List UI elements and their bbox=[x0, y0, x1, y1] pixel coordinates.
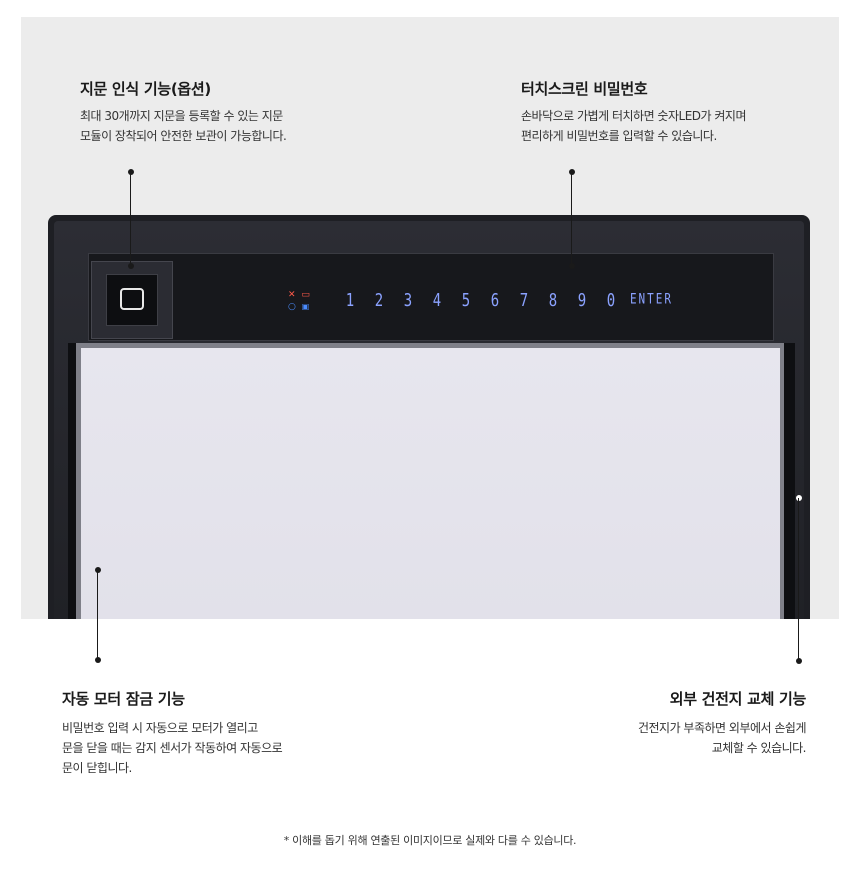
touchscreen-desc-line: 편리하게 비밀번호를 입력할 수 있습니다. bbox=[521, 129, 717, 143]
fingerprint-desc: 최대 30개까지 지문을 등록할 수 있는 지문 모듈이 장착되어 안전한 보관… bbox=[80, 106, 287, 146]
key-enter[interactable]: ENTER bbox=[629, 291, 674, 308]
footnote: * 이해를 돕기 위해 연출된 이미지이므로 실제와 다를 수 있습니다. bbox=[283, 834, 577, 847]
motor-callout-start bbox=[95, 567, 101, 573]
key-7[interactable]: 7 bbox=[519, 291, 530, 311]
fingerprint-callout-line bbox=[130, 172, 131, 266]
keypad-bar bbox=[88, 253, 774, 341]
motor-lock-desc-line: 문이 닫힙니다. bbox=[62, 761, 132, 775]
safe-device: ✕ ▭ ○ ▣ 1 2 3 4 5 6 7 8 9 0 ENTER bbox=[48, 215, 810, 619]
motor-callout-dot bbox=[95, 657, 101, 663]
key-4[interactable]: 4 bbox=[432, 291, 443, 311]
battery-desc: 건전지가 부족하면 외부에서 손쉽게 교체할 수 있습니다. bbox=[637, 718, 807, 758]
touchscreen-callout-dot bbox=[569, 169, 575, 175]
motor-lock-desc: 비밀번호 입력 시 자동으로 모터가 열리고 문을 닫을 때는 감지 센서가 작… bbox=[62, 718, 283, 778]
fingerprint-sensor-icon[interactable] bbox=[120, 288, 144, 310]
safe-door-face bbox=[81, 348, 780, 619]
motor-callout-line bbox=[97, 570, 98, 660]
door-side-right bbox=[783, 343, 795, 619]
fingerprint-module bbox=[91, 261, 173, 339]
door-side-left bbox=[68, 343, 78, 619]
touchscreen-callout-line bbox=[571, 172, 572, 266]
battery-callout-line bbox=[798, 498, 799, 660]
touch-keypad: ✕ ▭ ○ ▣ 1 2 3 4 5 6 7 8 9 0 ENTER bbox=[288, 289, 690, 313]
status-row-top: ✕ ▭ bbox=[288, 290, 310, 300]
key-2[interactable]: 2 bbox=[374, 291, 385, 311]
status-row-bottom: ○ ▣ bbox=[288, 302, 310, 312]
fingerprint-title: 지문 인식 기능(옵션) bbox=[80, 80, 211, 98]
key-9[interactable]: 9 bbox=[577, 291, 588, 311]
keypad-keys: 1 2 3 4 5 6 7 8 9 0 ENTER bbox=[336, 291, 690, 311]
fingerprint-window bbox=[106, 274, 158, 326]
key-1[interactable]: 1 bbox=[345, 291, 356, 311]
key-8[interactable]: 8 bbox=[548, 291, 559, 311]
fingerprint-callout-end bbox=[128, 263, 134, 269]
battery-callout-start bbox=[796, 495, 802, 501]
touchscreen-title: 터치스크린 비밀번호 bbox=[521, 80, 648, 98]
status-indicators: ✕ ▭ ○ ▣ bbox=[288, 290, 310, 312]
safe-door[interactable] bbox=[76, 343, 784, 619]
key-3[interactable]: 3 bbox=[403, 291, 414, 311]
motor-lock-desc-line: 비밀번호 입력 시 자동으로 모터가 열리고 bbox=[62, 721, 258, 735]
battery-icon: ▭ bbox=[301, 290, 310, 300]
key-6[interactable]: 6 bbox=[490, 291, 501, 311]
touchscreen-callout-end bbox=[569, 263, 575, 269]
key-0[interactable]: 0 bbox=[606, 291, 617, 311]
error-icon: ✕ bbox=[288, 290, 296, 300]
motor-lock-title: 자동 모터 잠금 기능 bbox=[62, 690, 185, 708]
battery-desc-line: 교체할 수 있습니다. bbox=[711, 741, 807, 755]
ok-icon: ○ bbox=[288, 302, 296, 312]
battery-desc-line: 건전지가 부족하면 외부에서 손쉽게 bbox=[637, 721, 807, 735]
fingerprint-desc-line: 최대 30개까지 지문을 등록할 수 있는 지문 bbox=[80, 109, 283, 123]
fingerprint-callout-dot bbox=[128, 169, 134, 175]
key-5[interactable]: 5 bbox=[461, 291, 472, 311]
motor-lock-desc-line: 문을 닫을 때는 감지 센서가 작동하여 자동으로 bbox=[62, 741, 283, 755]
fingerprint-desc-line: 모듈이 장착되어 안전한 보관이 가능합니다. bbox=[80, 129, 287, 143]
touchscreen-desc-line: 손바닥으로 가볍게 터치하면 숫자LED가 켜지며 bbox=[521, 109, 747, 123]
battery-title: 외부 건전지 교체 기능 bbox=[669, 690, 807, 708]
touchscreen-desc: 손바닥으로 가볍게 터치하면 숫자LED가 켜지며 편리하게 비밀번호를 입력할… bbox=[521, 106, 747, 146]
lock-icon: ▣ bbox=[301, 302, 310, 311]
battery-callout-dot bbox=[796, 658, 802, 664]
